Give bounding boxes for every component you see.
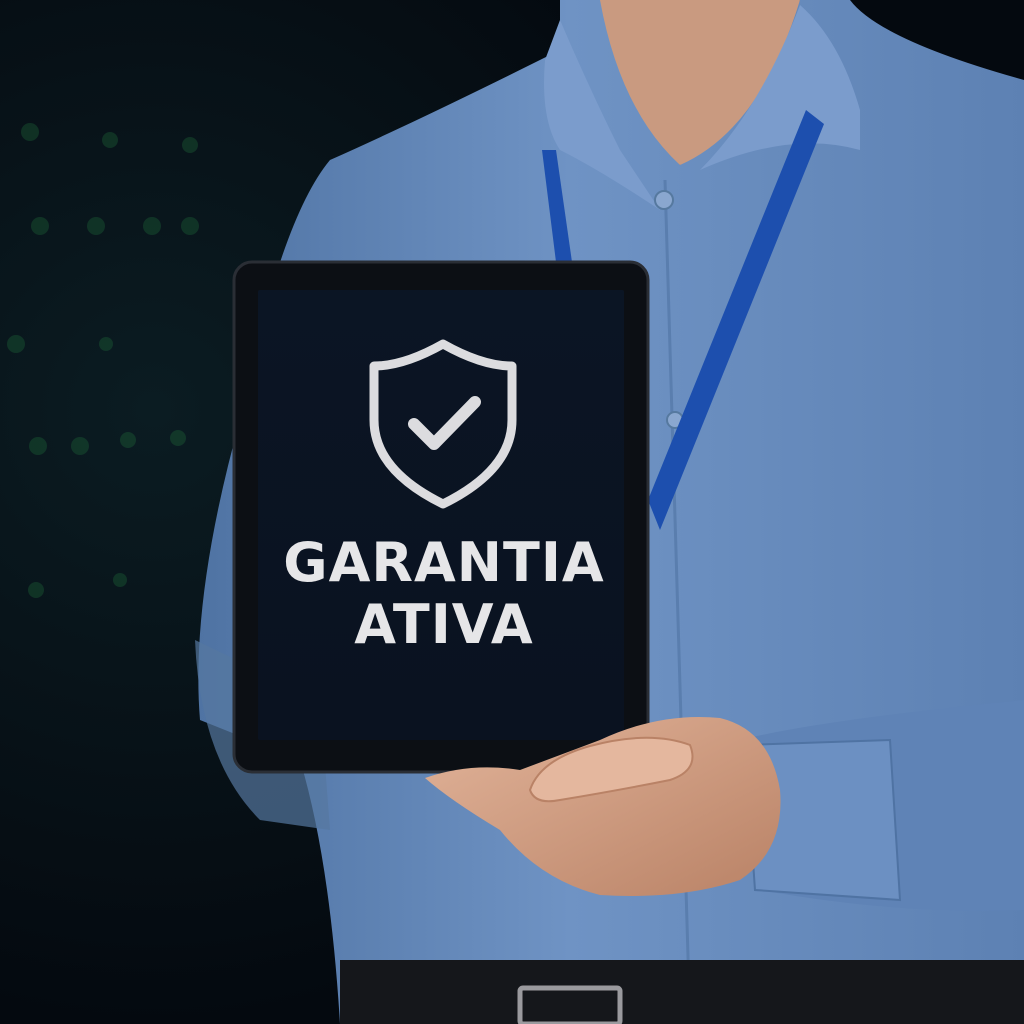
tablet-message: GARANTIA ATIVA xyxy=(258,532,630,656)
tablet-message-line1: GARANTIA xyxy=(283,531,605,594)
belt-buckle xyxy=(517,985,623,1024)
thumb xyxy=(528,736,694,803)
shirt-collar-left xyxy=(544,20,660,210)
shirt-button xyxy=(654,190,674,210)
shield-check-icon xyxy=(369,339,517,509)
server-lights xyxy=(7,123,199,598)
belt xyxy=(340,960,1024,1024)
lanyard-right xyxy=(648,110,824,530)
tablet-screen xyxy=(258,290,624,740)
lanyard-left xyxy=(542,150,572,262)
tablet-message-line2: ATIVA xyxy=(354,593,534,656)
